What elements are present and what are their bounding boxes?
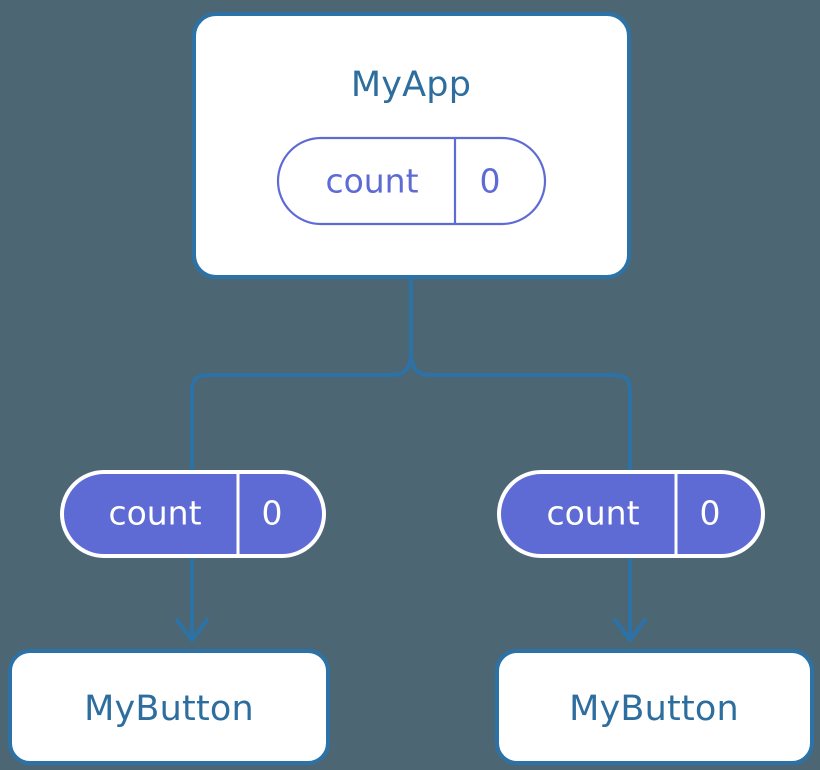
- left-state-pill[interactable]: count 0: [60, 470, 326, 558]
- left-state-value: 0: [262, 494, 283, 533]
- myapp-state-pill-body[interactable]: [276, 136, 547, 226]
- branch-left: count 0 MyButton: [8, 470, 330, 765]
- arrow-head-left: [175, 618, 209, 642]
- mybutton-right-box[interactable]: [495, 649, 814, 765]
- right-state-key: count: [546, 494, 639, 533]
- branch-right: count 0 MyButton: [495, 470, 814, 765]
- node-myapp[interactable]: MyApp count 0: [192, 12, 631, 279]
- myapp-state-pill[interactable]: count 0: [276, 136, 547, 226]
- connector-group: [175, 279, 647, 642]
- mybutton-left-title: MyButton: [84, 689, 254, 729]
- mybutton-right-title: MyButton: [569, 689, 739, 729]
- right-state-pill-body[interactable]: [497, 470, 765, 558]
- node-mybutton-left[interactable]: MyButton: [8, 649, 330, 765]
- node-mybutton-right[interactable]: MyButton: [495, 649, 814, 765]
- mybutton-left-box[interactable]: [8, 649, 330, 765]
- left-state-pill-body[interactable]: [60, 470, 326, 558]
- connector-fork-right: [409, 351, 632, 478]
- myapp-title: MyApp: [351, 65, 471, 105]
- arrow-head-right: [613, 618, 647, 642]
- right-state-pill[interactable]: count 0: [497, 470, 765, 558]
- myapp-state-key: count: [325, 162, 418, 201]
- left-state-key: count: [108, 494, 201, 533]
- connector-fork-left: [190, 351, 413, 478]
- right-state-value: 0: [700, 494, 721, 533]
- myapp-state-value: 0: [480, 162, 501, 201]
